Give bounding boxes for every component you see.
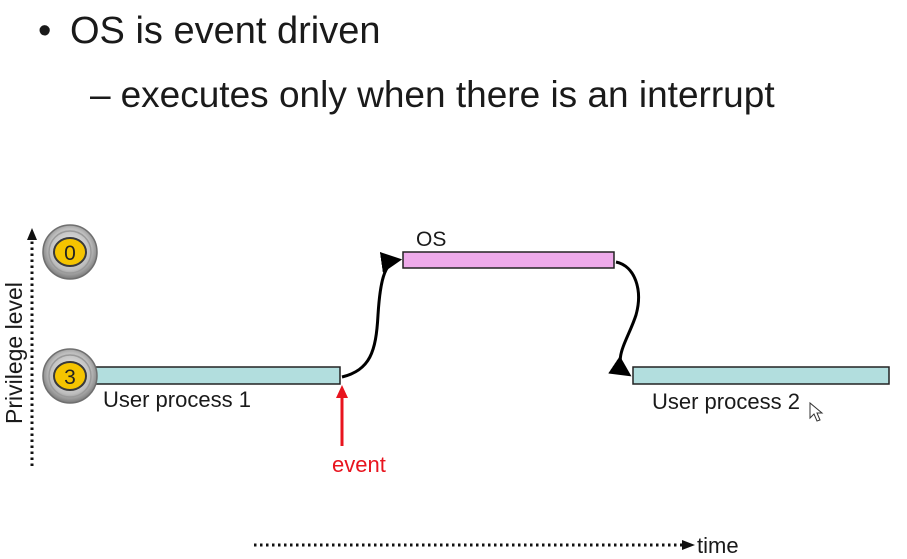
user-process-2-label: User process 2 bbox=[652, 389, 800, 414]
os-bar bbox=[402, 251, 615, 269]
sub-bullet-marker: – bbox=[90, 74, 111, 115]
privilege-axis-label: Privilege level bbox=[1, 282, 27, 424]
privilege-level-0-badge: 0 bbox=[42, 224, 98, 280]
transition-arrow-to-user-process-2 bbox=[608, 260, 640, 377]
bullet-os-event-driven: • OS is event driven bbox=[38, 12, 380, 50]
sub-bullet-executes-interrupt: –executes only when there is an interrup… bbox=[90, 76, 775, 113]
privilege-level-3-label: 3 bbox=[64, 366, 76, 389]
time-axis-arrowhead bbox=[682, 540, 695, 550]
user-process-2-bar bbox=[632, 366, 890, 385]
transition-arrow-to-os bbox=[341, 252, 403, 379]
bullet-text: OS is event driven bbox=[70, 10, 381, 52]
user-process-1-label: User process 1 bbox=[103, 387, 251, 412]
time-axis bbox=[254, 540, 695, 550]
bullet-marker: • bbox=[38, 10, 52, 52]
os-bar-label: OS bbox=[416, 228, 446, 251]
mouse-cursor-icon bbox=[809, 401, 824, 422]
event-arrow bbox=[336, 385, 348, 446]
user-process-1-bar bbox=[83, 366, 341, 385]
sub-bullet-text: executes only when there is an interrupt bbox=[120, 74, 775, 115]
privilege-axis bbox=[27, 228, 37, 466]
privilege-level-0-label: 0 bbox=[64, 242, 76, 265]
privilege-axis-arrowhead bbox=[27, 228, 37, 240]
privilege-level-3-badge: 3 bbox=[42, 348, 98, 404]
time-axis-label: time bbox=[697, 533, 739, 558]
event-label: event bbox=[332, 452, 386, 477]
